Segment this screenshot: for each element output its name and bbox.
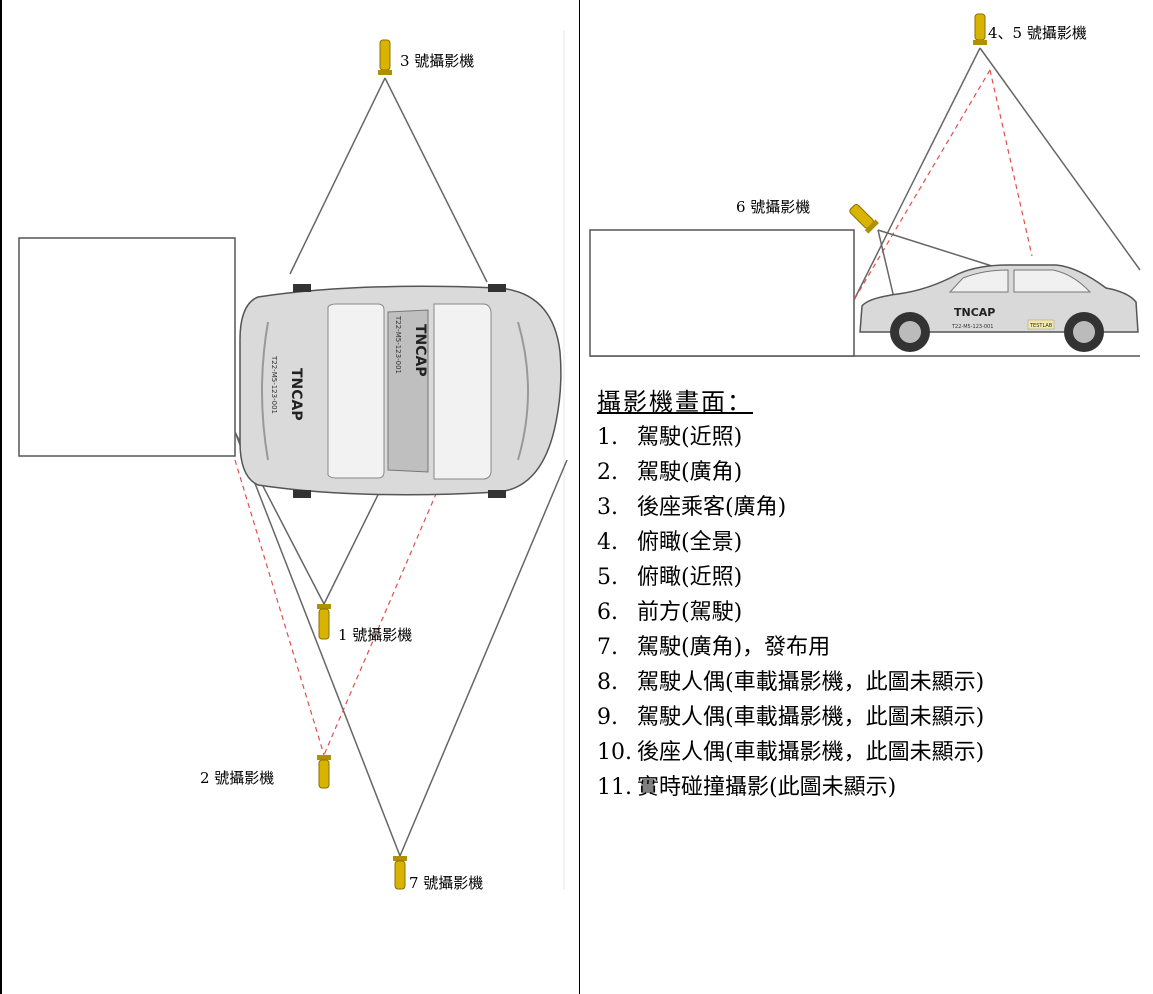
- car-tag-side: TESTLAB: [1029, 323, 1053, 329]
- car-plate-top-left: T22-M5-123-001: [270, 355, 278, 414]
- cam7-sightlines: [234, 431, 568, 857]
- cam6-sightlines: [877, 229, 993, 299]
- list-item: 1.駕駛(近照): [597, 425, 743, 450]
- list-item: 11.實時碰撞攝影(此圖未顯示): [597, 775, 897, 800]
- camera-views-list: 1.駕駛(近照) 2.駕駛(廣角) 3.後座乘客(廣角) 4.俯瞰(全景) 5.…: [597, 420, 984, 805]
- list-item: 5.俯瞰(近照): [597, 565, 743, 590]
- car-top-view: TNCAP T22-M5-123-001 TNCAP T22-M5-123-00…: [239, 284, 562, 498]
- camera-4-5-icon: [973, 13, 987, 45]
- car-side-view: TNCAP T22-M5-123-001 TESTLAB: [859, 264, 1139, 352]
- list-item: 6.前方(駕駛): [597, 600, 743, 625]
- list-item: 3.後座乘客(廣角): [597, 495, 787, 520]
- list-item: 10.後座人偶(車載攝影機，此圖未顯示): [597, 740, 985, 765]
- car-plate-side: T22-M5-123-001: [951, 324, 993, 330]
- cam3-sightlines: [289, 77, 488, 283]
- car-brand-top-right: TNCAP: [412, 324, 428, 377]
- car-plate-top-right: T22-M5-123-001: [394, 315, 402, 374]
- list-item: 7.駕駛(廣角)，發布用: [597, 635, 831, 660]
- camera-3-label: 3 號攝影機: [400, 52, 474, 70]
- list-item: 4.俯瞰(全景): [597, 530, 743, 555]
- list-item: 8.駕駛人偶(車載攝影機，此圖未顯示): [597, 670, 985, 695]
- camera-6-icon: [849, 203, 879, 234]
- side-view-panel: TNCAP T22-M5-123-001 TESTLAB 4、5 號攝影機 6 …: [580, 0, 1153, 994]
- cam2-sightlines: [234, 409, 473, 756]
- camera-6-label: 6 號攝影機: [736, 198, 810, 216]
- cam45-sightlines: [853, 47, 1141, 301]
- top-view-panel: TNCAP T22-M5-123-001 TNCAP T22-M5-123-00…: [0, 0, 580, 994]
- camera-1-icon: [317, 604, 331, 640]
- car-brand-top-left: TNCAP: [288, 368, 304, 421]
- camera-1-label: 1 號攝影機: [338, 626, 412, 644]
- camera-2-icon: [317, 755, 331, 789]
- camera-7-icon: [393, 856, 407, 890]
- list-item: 9.駕駛人偶(車載攝影機，此圖未顯示): [597, 705, 985, 730]
- car-brand-side: TNCAP: [954, 306, 995, 319]
- top-view-diagram: TNCAP T22-M5-123-001 TNCAP T22-M5-123-00…: [18, 30, 568, 892]
- camera-7-label: 7 號攝影機: [409, 874, 483, 892]
- camera-4-5-label: 4、5 號攝影機: [988, 24, 1087, 42]
- side-barrier-block: [589, 229, 855, 357]
- camera-2-label: 2 號攝影機: [200, 769, 274, 787]
- barrier-block: [18, 237, 236, 457]
- side-view-diagram: TNCAP T22-M5-123-001 TESTLAB 4、5 號攝影機 6 …: [589, 13, 1141, 357]
- list-item: 2.駕駛(廣角): [597, 460, 743, 485]
- camera-3-icon: [378, 39, 392, 75]
- camera-views-title: 攝影機畫面：: [597, 388, 753, 416]
- cam45-dashed-sightlines: [853, 69, 1033, 301]
